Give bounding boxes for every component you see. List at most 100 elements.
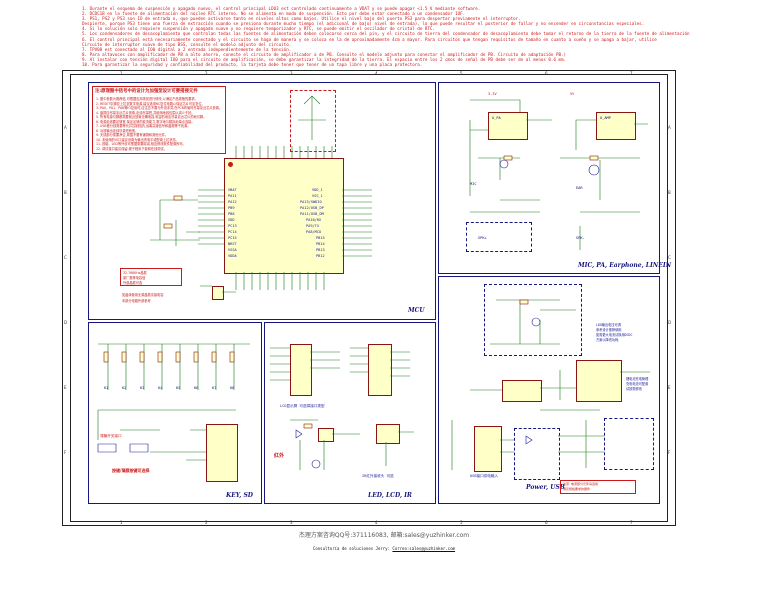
column-marker: 4 xyxy=(375,520,378,525)
usb-note: USB接口供电输入 xyxy=(470,474,499,478)
note-line: 2. DCDC1B en la fuente de alimentación d… xyxy=(82,11,466,17)
mcu-right-pin: PB12 xyxy=(316,254,325,258)
power-warning-box: 注意: 电源部分元件请选用 满足规格要求的器件 xyxy=(560,480,636,494)
usb-dashed-block xyxy=(514,428,560,480)
ir-caption: IR红外接收头 可选 xyxy=(362,474,394,478)
mcu-left-pin: PC13 xyxy=(228,224,237,228)
column-marker: 7 xyxy=(630,520,633,525)
mcu-right-pin: VSS_1 xyxy=(312,194,323,198)
earphone-label: EAR xyxy=(576,186,583,190)
column-marker: 6 xyxy=(545,520,548,525)
mcu-right-pin: PA9/TX xyxy=(306,224,319,228)
charger-chip xyxy=(502,380,542,402)
crystal-note-line: 原厂推荐电容值 xyxy=(123,276,146,280)
row-marker: F xyxy=(668,450,671,455)
footer-email-link[interactable]: Correo:sales@yuzhinker.com xyxy=(392,546,456,551)
notes-box-line: 10. 未使用的IO口建议设置为输出低电平或配置上拉状态。 xyxy=(96,137,179,142)
power-warning-line: 满足规格要求的器件 xyxy=(563,487,591,491)
column-marker: 5 xyxy=(460,71,463,76)
ldo-note: LDO输出电压可调 参考设计推荐使用 如需更大电流请换用DCDC 方案以降低功耗 xyxy=(596,322,652,358)
footer-consult-label: Consultoría de soluciones Jerry: xyxy=(312,546,393,551)
notes-box-line: 9. 天线部分需要净空,周围不要有铺铜和其他元件。 xyxy=(96,133,169,137)
key-label: K7 xyxy=(212,386,217,390)
lcd-connector xyxy=(376,424,400,444)
notes-box-line: 6. 电源走线要足够宽,保证足够的载流能力,数字地与模拟地单点连接。 xyxy=(96,119,195,124)
schematic-sheet-border xyxy=(62,70,676,526)
power-panel-label: Power, USB xyxy=(526,484,565,491)
amp-chip-name: U_AMP xyxy=(600,116,611,120)
key-label: K4 xyxy=(158,386,163,390)
crystal-note-line: 32.768KHz晶振 xyxy=(123,271,147,275)
crystal xyxy=(212,286,224,300)
note-line: 3. PS1, PS2 y PS3 son IO de entrada o, q… xyxy=(82,16,521,22)
row-marker: F xyxy=(64,450,67,455)
mcu-left-pin: VDDA xyxy=(228,254,237,258)
net-label: 3.3V xyxy=(488,92,497,96)
note-line: 5. Los condensadores de desacoplamiento … xyxy=(82,31,690,37)
key-label: K6 xyxy=(194,386,199,390)
pin1-marker xyxy=(228,162,233,167)
ldo-dashed-block xyxy=(484,284,582,356)
column-marker: 7 xyxy=(630,71,633,76)
mcu-right-pin: VDD_1 xyxy=(312,188,323,192)
key-label: K8 xyxy=(230,386,235,390)
column-marker: 2 xyxy=(205,520,208,525)
note-line: 7. TPV08 est conectado al IO0 digital a … xyxy=(82,46,292,52)
row-marker: B xyxy=(64,190,67,195)
mcu-left-pin: PC14 xyxy=(228,230,237,234)
vref-note: 如晶体使用无源晶振请接电容 xyxy=(122,293,164,297)
mcu-right-pin: PB14 xyxy=(316,242,325,246)
net-label: SPK- xyxy=(576,236,585,240)
row-marker: E xyxy=(668,385,671,390)
key-sd-panel xyxy=(88,322,262,504)
note-line: 9. Al instalar con tensión digital IO0 p… xyxy=(82,56,567,62)
column-marker: 6 xyxy=(545,71,548,76)
notes-box-title: 注:原理图中括号中的设计为加强型设计可要搭接元件 xyxy=(95,89,198,94)
audio-panel xyxy=(438,82,660,274)
row-marker: B xyxy=(668,190,671,195)
antenna-keepout-zone xyxy=(290,90,336,152)
mcu-left-pin: VBAT xyxy=(228,188,237,192)
row-marker: E xyxy=(64,385,67,390)
notes-box-line: 2. RESET引脚应上拉至数字电源,建议选用RC复位电路以保证芯片可靠复位。 xyxy=(96,101,205,106)
mcu-left-pin: VSSA xyxy=(228,248,237,252)
row-marker: A xyxy=(64,125,67,130)
charger-note: 锂电池充电管理 xyxy=(626,377,649,381)
design-notes: 1. Durante el esquema de suspensión y ap… xyxy=(82,6,722,67)
mcu-chip xyxy=(224,158,344,274)
crystal-note-line: 外部晶振可选 xyxy=(123,281,143,285)
mcu-right-pin: PA13/SWDIO xyxy=(300,200,322,204)
ldo-note-line: 如需更大电流请换用DCDC xyxy=(596,333,633,337)
mcu-right-pin: PA10/RX xyxy=(306,218,322,222)
key-option-caption: 按键/薄膜按键可选择 xyxy=(112,468,150,473)
row-marker: C xyxy=(668,255,671,260)
led-lcd-ir-panel-label: LED, LCD, IR xyxy=(368,492,412,499)
column-marker: 3 xyxy=(290,520,293,525)
mcu-right-pin: PA8/MCO xyxy=(306,230,322,234)
ldo-note-line: 方案以降低功耗 xyxy=(596,338,619,342)
mcu-left-pin: VDD xyxy=(228,218,235,222)
ldo-note-line: 参考设计推荐使用 xyxy=(596,328,622,332)
notes-box-line: 3. PA0、PA1、PA6等IO复用时,应注意不要与外设冲突,在PCB布局时尽… xyxy=(96,106,223,110)
mcu-left-pin: PA11 xyxy=(228,194,237,198)
row-marker: D xyxy=(64,320,68,325)
schematic-inner-border xyxy=(70,74,668,522)
amp-chip xyxy=(596,112,636,140)
ir-label: 红外 xyxy=(274,453,285,459)
net-label: SPK+ xyxy=(478,236,487,240)
notes-box-line: 12. 调试接口建议保留,便于程序下载和在线调试。 xyxy=(96,146,167,151)
note-line: Circuito de interruptor suave de tipo BS… xyxy=(82,41,292,47)
mcu-right-pin: PA12/USB_DP xyxy=(300,206,324,210)
note-line: 4. Si la solución solo requiere suspensi… xyxy=(82,26,435,32)
lcd-caption: LCD显示屏 可选择接口类型 xyxy=(280,404,325,408)
sd-card-slot xyxy=(206,424,238,482)
column-marker: 1 xyxy=(120,520,123,525)
column-marker: 2 xyxy=(205,71,208,76)
mcu-right-pin: PA11/USB_DM xyxy=(300,212,324,216)
key-sd-panel-label: KEY, SD xyxy=(226,492,254,499)
mic-label: MIC xyxy=(470,182,477,186)
lcd-header xyxy=(290,344,312,396)
mcu-left-pin: PC15 xyxy=(228,236,237,240)
key-label: K2 xyxy=(122,386,127,390)
note-line: 8. Para altavoces con amplificador de PB… xyxy=(82,51,567,57)
